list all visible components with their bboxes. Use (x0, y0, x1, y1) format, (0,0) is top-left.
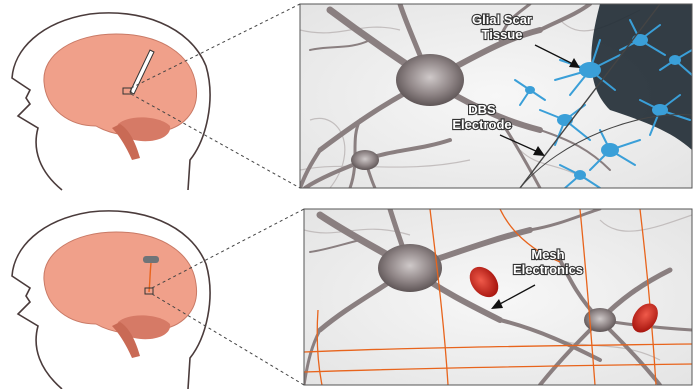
label-dbs-line2: Electrode (452, 117, 511, 132)
label-glial-scar-line2: Tissue (482, 27, 523, 42)
bottom-zoom-panel: Mesh Electronics (304, 209, 692, 385)
bottom-brain (44, 232, 197, 334)
top-head-illustration (12, 13, 210, 190)
label-mesh-line1: Mesh (531, 247, 564, 262)
top-lower-neuron-soma (351, 150, 379, 170)
label-glial-scar-line1: Glial Scar (472, 12, 532, 27)
label-dbs-line1: DBS (468, 102, 496, 117)
bottom-head-illustration (12, 211, 210, 389)
top-neuron-soma (396, 54, 464, 106)
bottom-neuron-soma (378, 244, 442, 292)
bottom-zoom-line-lower (152, 294, 304, 385)
top-zoom-panel: Glial Scar Tissue DBS Electrode (300, 4, 692, 188)
bottom-implant-cap (143, 256, 159, 263)
label-mesh-line2: Electronics (513, 262, 583, 277)
top-brain (44, 34, 197, 136)
